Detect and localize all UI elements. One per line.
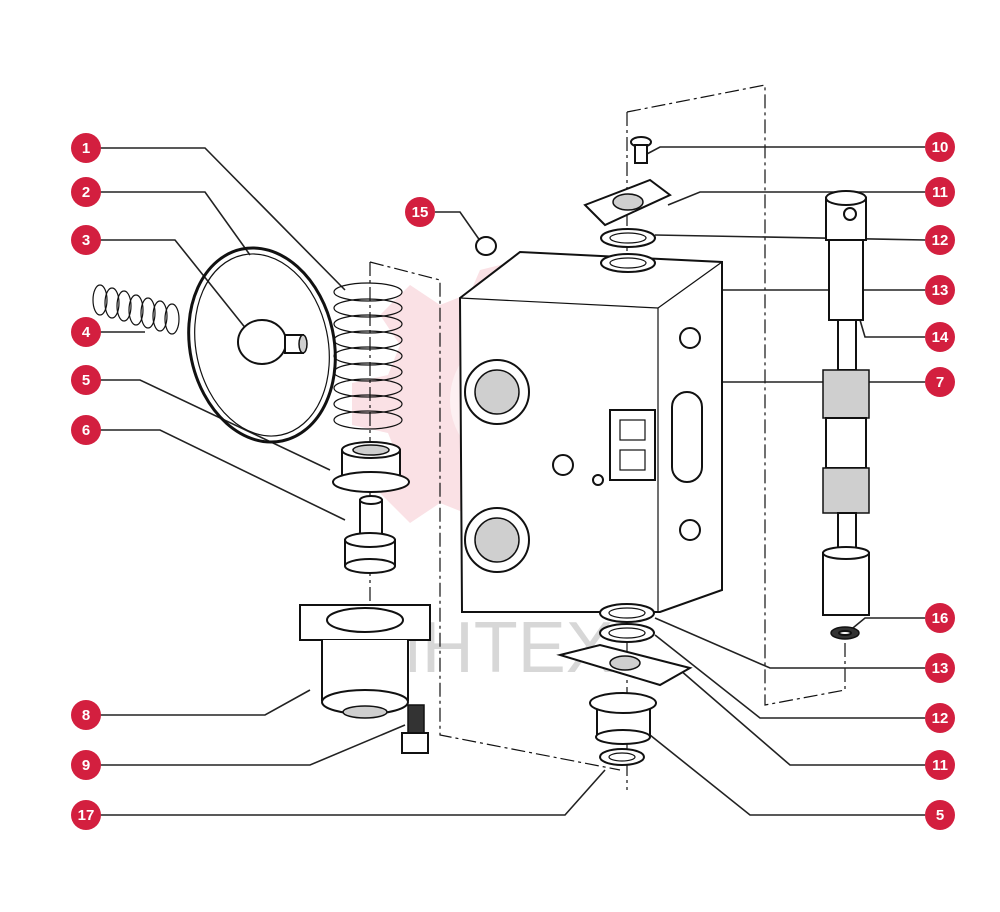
callout-11-bottom: 11 [925,750,955,780]
flange-part-11-bottom [556,643,693,687]
callout-2: 2 [71,177,101,207]
callout-label: 11 [932,757,948,774]
callout-label: 13 [932,660,949,677]
callout-6: 6 [71,415,101,445]
callout-label: 5 [82,372,90,389]
callout-7: 7 [925,367,955,397]
callout-4: 4 [71,317,101,347]
callout-label: 1 [82,140,90,157]
callout-label: 14 [932,329,949,346]
callout-label: 16 [932,610,949,627]
callout-3: 3 [71,225,101,255]
callout-label: 15 [412,204,429,221]
cover-part-8 [299,604,431,719]
callout-17: 17 [71,800,101,830]
callout-label: 9 [82,757,90,774]
callout-label: 7 [936,374,944,391]
callout-5-right: 5 [925,800,955,830]
piston-part-3 [237,319,308,365]
callout-label: 17 [78,807,95,824]
callout-16: 16 [925,603,955,633]
small-spring-part-4 [92,284,180,335]
callout-12-bottom: 12 [925,703,955,733]
callout-12-top: 12 [925,225,955,255]
screw-part-9 [401,704,429,754]
callout-5-left: 5 [71,365,101,395]
bushing-part-5-left [332,441,410,493]
valve-stem-part-6 [344,495,396,574]
bushing-part-5-right [589,692,657,745]
large-spring-part-1 [333,282,403,430]
callout-1: 1 [71,133,101,163]
callout-label: 6 [82,422,90,439]
callout-label: 12 [932,710,949,727]
callout-label: 11 [932,184,948,201]
callout-14: 14 [925,322,955,352]
washer-part-16 [830,626,860,640]
ring-parts-12-13-top [600,228,656,273]
callout-9: 9 [71,750,101,780]
callout-label: 12 [932,232,949,249]
callout-label: 13 [932,282,949,299]
callout-label: 4 [82,324,91,341]
callout-label: 10 [932,139,949,156]
callout-label: 3 [82,232,90,249]
o-ring-part-2 [187,246,337,444]
ring-parts-13-12-bottom [599,603,655,643]
callout-11-top: 11 [925,177,955,207]
callout-8: 8 [71,700,101,730]
screw-part-10 [630,136,652,164]
callout-13-top: 13 [925,275,955,305]
callout-13-bottom: 13 [925,653,955,683]
callout-label: 8 [82,707,90,724]
callout-10: 10 [925,132,955,162]
ball-part-15 [475,236,497,256]
callout-label: 2 [82,184,90,201]
flange-part-11-top [583,178,672,227]
valve-body-part-7 [458,250,723,613]
callout-15: 15 [405,197,435,227]
callout-label: 5 [936,807,944,824]
spool-part-14 [822,190,870,616]
washer-part-17 [599,748,645,766]
